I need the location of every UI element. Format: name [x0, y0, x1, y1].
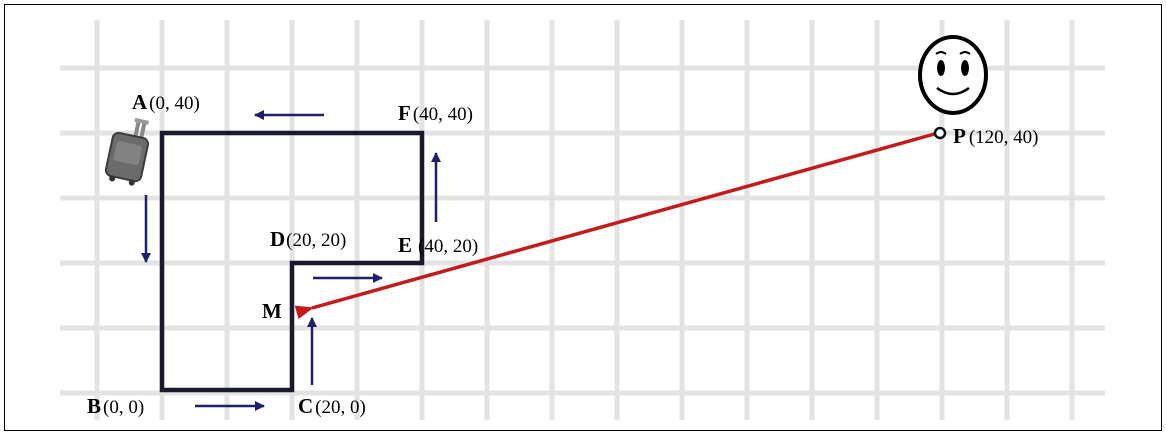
point-label-a: A(0, 40) — [132, 90, 200, 114]
point-label-p: P(120, 40) — [953, 124, 1038, 148]
path-polygon — [159, 130, 425, 393]
vector-p-to-m — [294, 131, 939, 320]
smiley-face-icon — [918, 35, 988, 115]
point-label-c: C(20, 0) — [298, 394, 366, 418]
point-label-e: E(40, 20) — [398, 233, 478, 257]
diagram-frame — [4, 4, 1162, 431]
point-label-b: B(0, 0) — [87, 394, 144, 418]
point-label-m: M — [262, 299, 282, 323]
point-p-marker — [933, 126, 947, 140]
point-label-d: D(20, 20) — [270, 227, 346, 251]
suitcase-icon — [104, 117, 150, 186]
point-label-f: F(40, 40) — [398, 101, 473, 125]
direction-arrows — [141, 110, 441, 411]
